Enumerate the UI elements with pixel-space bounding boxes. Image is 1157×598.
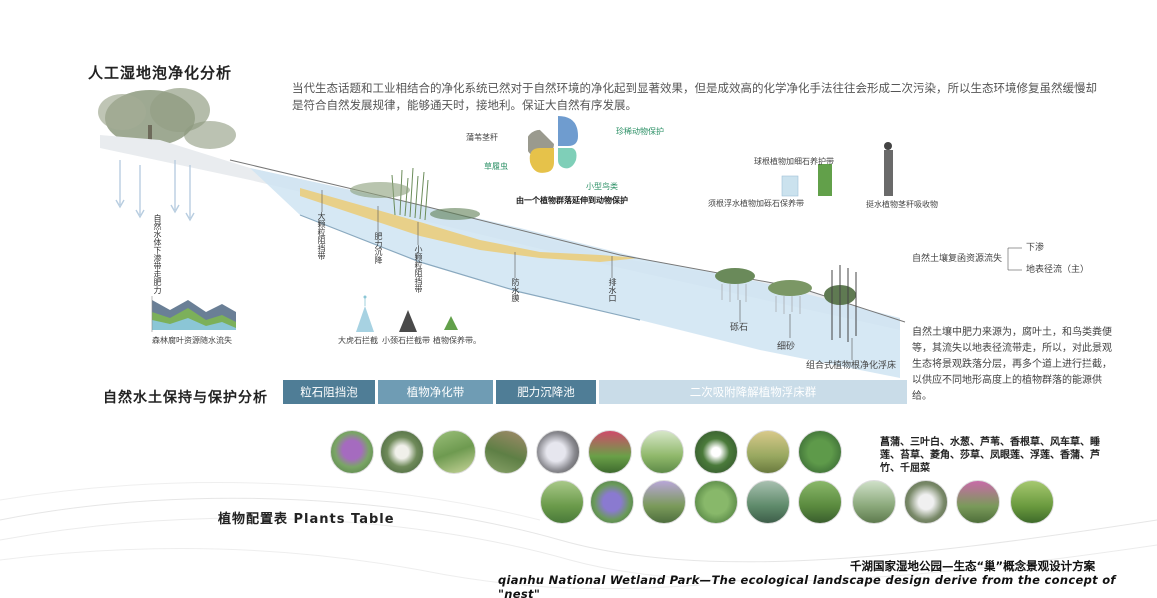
footer-title-en: qianhu National Wetland Park—The ecologi… <box>498 573 1116 598</box>
plant-photo <box>642 480 686 524</box>
floating-bed-plants <box>715 265 857 342</box>
vlabel-small-particle: 小颗粒阻挡带 <box>414 245 423 293</box>
triangle-label-2: 小颈石拦截带 <box>382 336 430 345</box>
band-floating-beds: 二次吸附降解植物浮床群 <box>599 380 907 404</box>
bars-label-dark: 挺水植物茎秆吸收物 <box>866 200 938 209</box>
bars-legend <box>781 142 893 197</box>
label-sand: 细砂 <box>777 342 796 352</box>
legend-caption: 由一个植物群落延伸到动物保护 <box>516 196 628 205</box>
runoff-item-1: 下渗 <box>1026 243 1045 253</box>
plant-photo <box>588 430 632 474</box>
triangle-legend <box>356 295 458 332</box>
plant-photo <box>640 430 684 474</box>
plants-table-title: 植物配置表 Plants Table <box>218 512 395 527</box>
plant-photo <box>484 430 528 474</box>
plant-photo <box>694 480 738 524</box>
area-chart-caption: 森林腐叶资源随水流失 <box>152 336 232 345</box>
plant-photo <box>956 480 1000 524</box>
intro-paragraph: 当代生态话题和工业相结合的净化系统已然对于自然环境的净化起到显著效果，但是成效高… <box>292 81 1097 112</box>
plant-photo <box>852 480 896 524</box>
plant-photo <box>380 430 424 474</box>
bars-label-green: 球根植物加细石养护带 <box>754 157 834 166</box>
plant-photo <box>798 480 842 524</box>
vlabel-fertility-settle: 肥力沉降 <box>374 232 383 264</box>
plant-photo <box>432 430 476 474</box>
band-gravel-barrier: 粒石阻挡泡 <box>283 380 375 404</box>
bars-label-blue: 须根浮水植物加砾石保养带 <box>708 199 804 208</box>
plant-photo <box>746 480 790 524</box>
legend-top-right: 珍稀动物保护 <box>616 127 664 136</box>
label-floating-bed: 组合式植物根净化浮床 <box>806 361 897 371</box>
plant-photo <box>798 430 842 474</box>
plant-photo <box>694 430 738 474</box>
legend-top-left: 蒲苇茎秆 <box>466 133 498 142</box>
plant-photo <box>1010 480 1054 524</box>
side-description: 自然土壤中肥力来源为，腐叶土，和鸟类粪便等，其流失以地表径流带走，所以，对此景观… <box>912 327 1112 402</box>
section-title-soil-water: 自然水土保持与保护分析 <box>103 390 268 406</box>
tree-illustration <box>98 88 236 151</box>
leaf-loss-area-chart <box>151 296 236 332</box>
legend-bottom-left: 草履虫 <box>484 162 508 171</box>
plant-photo <box>746 430 790 474</box>
runoff-item-2: 地表径流（主） <box>1026 265 1090 275</box>
triangle-label-1: 大虎石拦截 <box>338 336 378 345</box>
page-title: 人工湿地泡净化分析 <box>88 64 233 82</box>
triangle-label-3: 植物保养带。 <box>433 336 481 345</box>
footer-title-cn: 千湖国家湿地公园—生态“巢”概念景观设计方案 <box>850 559 1096 573</box>
petal-legend <box>528 116 578 173</box>
plant-photo <box>330 430 374 474</box>
band-plant-purification: 植物净化带 <box>378 380 493 404</box>
runoff-title: 自然土壤复函资源流失 <box>912 254 1003 264</box>
vlabel-waterproof-membrane: 防水膜 <box>511 278 520 302</box>
vlabel-drain-outlet: 排水口 <box>608 278 617 302</box>
legend-bottom-right: 小型鸟类 <box>586 182 618 191</box>
vlabel-seepage: 自然水体下渗带走肥力 <box>153 214 162 294</box>
band-fertility-pond: 肥力沉降池 <box>496 380 596 404</box>
plant-photo <box>904 480 948 524</box>
plants-list: 菖蒲、三叶白、水葱、芦苇、香根草、风车草、睡莲、苔草、菱角、莎草、凤眼莲、浮莲、… <box>880 437 1100 474</box>
plant-photo <box>536 430 580 474</box>
plant-photo <box>590 480 634 524</box>
label-gravel: 砾石 <box>730 323 749 333</box>
seepage-arrows <box>115 160 195 222</box>
plant-photo <box>540 480 584 524</box>
vlabel-large-particle: 大颗粒阻挡带 <box>317 212 326 260</box>
